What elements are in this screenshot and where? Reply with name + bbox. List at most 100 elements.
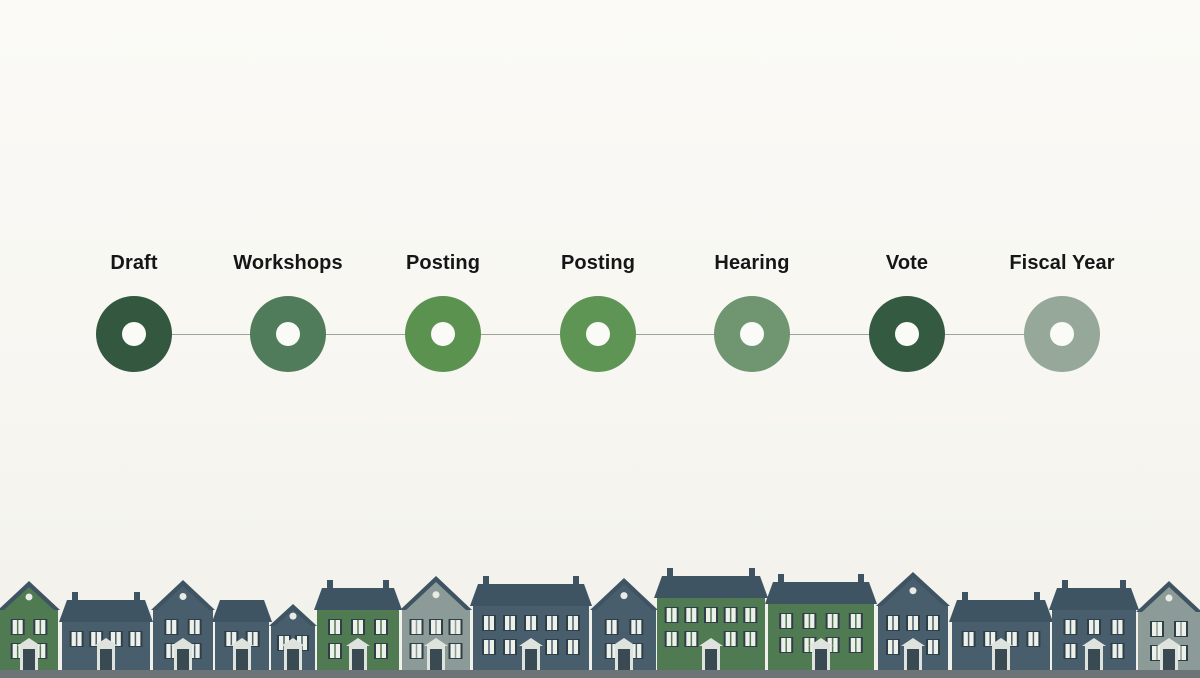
house-6 [314,580,402,670]
timeline-step-2: Workshops [208,0,368,380]
porch-roof [699,638,723,646]
porch-roof [281,638,305,646]
chimney [778,574,784,586]
porch-roof [1082,638,1106,646]
house-15 [1136,581,1200,670]
house-2 [59,592,153,670]
attic-window [25,593,33,601]
timeline-step-ring-icon [96,296,172,372]
door [525,649,537,670]
timeline-step-ring-center [740,322,764,346]
chimney [483,576,489,588]
chimney [134,592,140,604]
porch-roof [989,638,1013,646]
chimney [327,580,333,592]
house-13 [949,592,1053,670]
house-5 [269,604,317,670]
chimney [573,576,579,588]
house-3 [151,580,215,670]
timeline-step-1: Draft [54,0,214,380]
chimney [858,574,864,586]
door [907,649,919,670]
timeline-step-4: Posting [518,0,678,380]
attic-window [620,592,628,600]
door [287,649,299,670]
house-4 [212,600,272,670]
chimney [1034,592,1040,604]
porch-roof [809,638,833,646]
attic-window [289,612,297,620]
door [705,649,717,670]
roof [59,600,153,622]
door [236,649,248,670]
porch-roof [424,638,448,646]
door [352,649,364,670]
house-row-illustration [0,568,1200,678]
porch-roof [346,638,370,646]
timeline-step-ring-icon [405,296,481,372]
timeline-step-label: Posting [405,252,481,274]
house-14 [1049,580,1139,670]
house-7 [400,576,472,670]
door [995,649,1007,670]
timeline-step-label: Hearing [714,252,790,274]
timeline-step-ring-icon [869,296,945,372]
door [1088,649,1100,670]
timeline-step-6: Vote [827,0,987,380]
roof [212,600,272,622]
house-12 [876,572,950,670]
timeline-step-ring-center [276,322,300,346]
porch-roof [17,638,41,646]
chimney [383,580,389,592]
chimney [749,568,755,580]
attic-window [432,591,440,599]
timeline-step-label: Workshops [233,252,343,274]
porch-roof [94,638,118,646]
timeline-step-ring-icon [250,296,326,372]
chimney [962,592,968,604]
door [430,649,442,670]
timeline-step-ring-center [586,322,610,346]
chimney [1062,580,1068,592]
timeline-step-label: Draft [110,252,158,274]
roof [654,576,768,598]
chimney [667,568,673,580]
door [177,649,189,670]
attic-window [909,587,917,595]
chimney [72,592,78,604]
roof [765,582,877,604]
porch-roof [612,638,636,646]
door [618,649,630,670]
porch-roof [171,638,195,646]
roof [949,600,1053,622]
porch-roof [519,638,543,646]
timeline-step-ring-center [431,322,455,346]
timeline: Draft Workshops Posting Posting Hearing Vote F… [54,0,1142,380]
door [100,649,112,670]
timeline-step-7: Fiscal Year [982,0,1142,380]
porch-roof [230,638,254,646]
door [23,649,35,670]
timeline-step-ring-center [1050,322,1074,346]
timeline-step-ring-center [895,322,919,346]
house-1 [0,581,60,670]
timeline-step-label: Fiscal Year [1009,252,1115,274]
house-11 [765,574,877,670]
timeline-step-ring-icon [714,296,790,372]
porch-roof [1157,638,1181,646]
timeline-step-label: Posting [560,252,636,274]
timeline-step-label: Vote [885,252,929,274]
roof [314,588,402,610]
attic-window [179,593,187,600]
porch-roof [901,638,925,646]
house-9 [590,578,658,670]
door [1163,649,1175,670]
timeline-step-ring-icon [1024,296,1100,372]
ground-strip [0,670,1200,678]
timeline-step-ring-icon [560,296,636,372]
timeline-step-ring-center [122,322,146,346]
attic-window [1165,594,1173,602]
house-10 [654,568,768,670]
timeline-step-3: Posting [363,0,523,380]
chimney [1120,580,1126,592]
